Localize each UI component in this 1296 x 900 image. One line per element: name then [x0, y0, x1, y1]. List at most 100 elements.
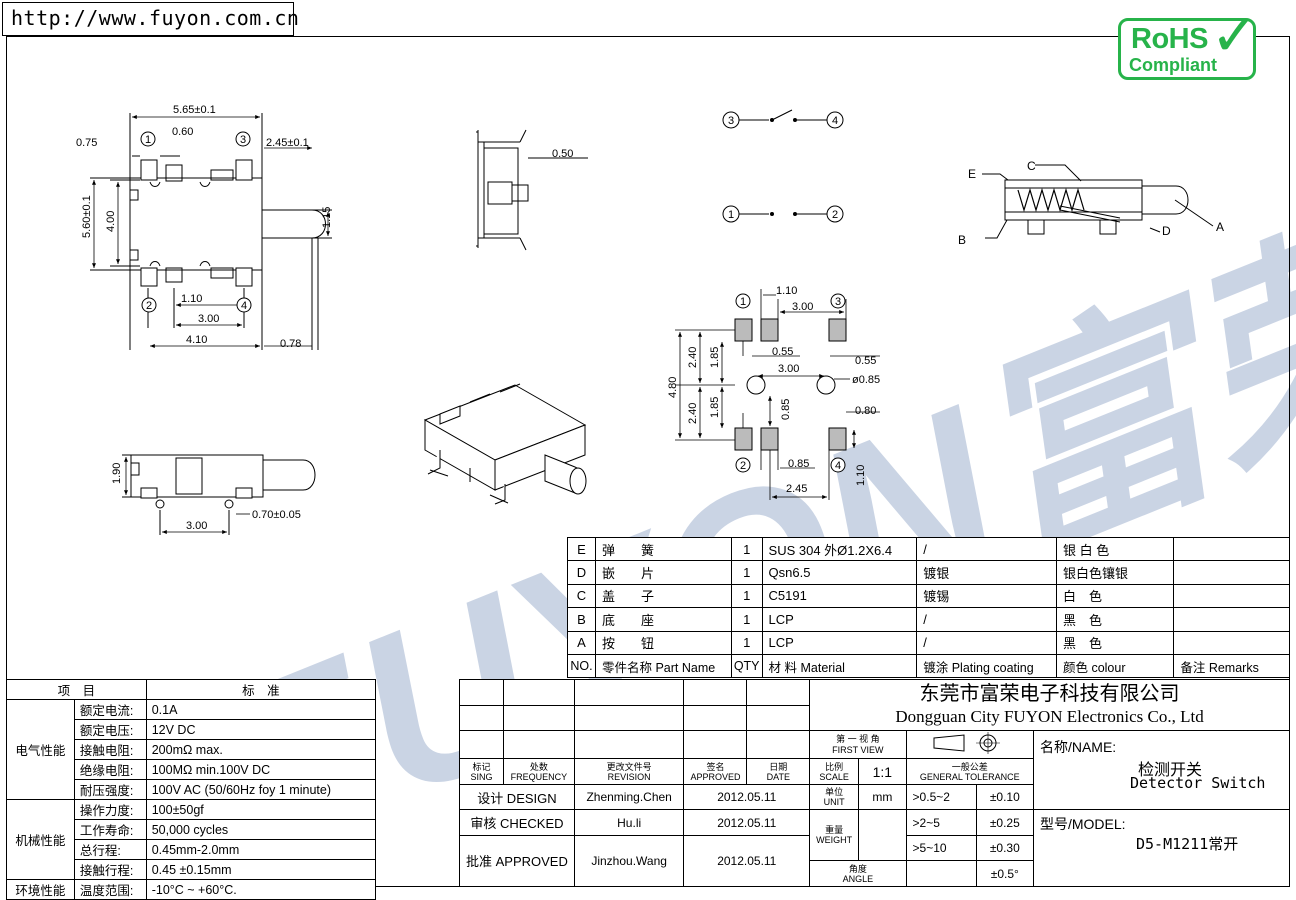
dim-410: 4.10 — [186, 334, 207, 346]
spec-value: 100±50gf — [145, 799, 377, 820]
dim-115: 1.15 — [321, 207, 333, 228]
spec-row: 接触行程:0.45 ±0.15mm — [7, 859, 377, 880]
dim-bottom-300: 3.00 — [186, 520, 207, 532]
projection-symbol — [905, 730, 1034, 760]
svg-text:0.80: 0.80 — [855, 405, 876, 417]
check-icon: ✓ — [1210, 3, 1259, 68]
svg-text:1.10: 1.10 — [776, 285, 797, 297]
spec-value: 100V AC (50/60Hz foy 1 minute) — [145, 779, 377, 800]
spec-label: 温度范围: — [73, 879, 147, 900]
company-en: Dongguan City FUYON Electronics Co., Ltd — [895, 707, 1204, 727]
spec-label: 耐压强度: — [73, 779, 147, 800]
spec-row: 环境性能温度范围:-10°C ~ +60°C. — [6, 879, 377, 900]
dim-110: 1.10 — [181, 293, 202, 305]
title-block: 东莞市富荣电子科技有限公司 Dongguan City FUYON Electr… — [459, 678, 1291, 888]
unit-value: mm — [858, 783, 907, 811]
bom-cell-material: SUS 304 外Ø1.2X6.4 — [761, 536, 918, 562]
spec-group-mechanical: 机械性能 — [6, 799, 75, 880]
section-view — [982, 164, 1214, 239]
bom-cell-name: 嵌 片 — [594, 560, 732, 585]
top-view-labels: 5.65±0.1 0.60 0.75 2.45±0.1 5.60±0.1 4.0… — [76, 104, 333, 350]
spec-label: 接触电阻: — [73, 739, 147, 760]
bom-header-material: 材 料 Material — [761, 653, 918, 679]
spec-group-electrical: 电气性能 — [6, 699, 75, 800]
checked-date: 2012.05.11 — [683, 809, 811, 836]
spec-value: -10°C ~ +60°C. — [145, 879, 377, 900]
section-label-a: A — [1216, 220, 1224, 234]
tol-value-0: ±0.10 — [975, 783, 1034, 811]
rohs-title: RoHS — [1131, 23, 1208, 55]
svg-text:0.85: 0.85 — [788, 458, 809, 470]
svg-text:1: 1 — [728, 209, 734, 221]
bottom-view — [122, 454, 316, 535]
svg-text:0.55: 0.55 — [772, 346, 793, 358]
spec-value: 0.45 ±0.15mm — [145, 859, 377, 880]
bom-cell-plating: / — [916, 536, 1057, 562]
svg-text:4.80: 4.80 — [667, 377, 679, 398]
spec-row: 总行程:0.45mm-2.0mm — [7, 839, 377, 860]
spec-row: 机械性能操作力度:100±50gf — [6, 799, 377, 880]
product-name-en: Detector Switch — [1130, 774, 1266, 792]
section-label-b: B — [958, 233, 966, 247]
bom-cell-colour: 银白色镶银 — [1055, 560, 1175, 585]
bom-cell-remarks — [1173, 560, 1290, 585]
dim-075: 0.75 — [76, 137, 97, 149]
angle-tolerance: ±0.5° — [975, 860, 1034, 887]
svg-text:0.55: 0.55 — [855, 355, 876, 367]
spec-value: 200mΩ max. — [145, 739, 377, 760]
spec-group-environment: 环境性能 — [6, 879, 75, 900]
section-label-e: E — [968, 167, 976, 181]
bom-cell-colour: 银 白 色 — [1055, 536, 1175, 562]
bom-cell-name: 底 座 — [594, 607, 732, 632]
dim-560: 5.60±0.1 — [81, 195, 93, 238]
design-date: 2012.05.11 — [683, 783, 811, 811]
svg-text:2: 2 — [832, 209, 838, 221]
checker-name: Hu.li — [573, 809, 685, 836]
bom-cell-qty: 1 — [730, 583, 763, 609]
spec-value: 100MΩ min.100V DC — [145, 759, 377, 780]
spec-value: 0.1A — [145, 699, 377, 720]
dim-side-050: 0.50 — [552, 148, 573, 160]
scale-value: 1:1 — [858, 758, 907, 785]
name-label: 名称/NAME: — [1039, 739, 1117, 756]
bom-cell-qty: 1 — [730, 630, 763, 655]
dim-245: 2.45±0.1 — [266, 137, 309, 149]
bom-cell-name: 弹 簧 — [594, 536, 732, 562]
schematic: 3 4 1 2 — [722, 109, 844, 223]
svg-text:3: 3 — [728, 115, 734, 127]
dim-bottom-190: 1.90 — [111, 463, 123, 484]
tol-value-1: ±0.25 — [975, 809, 1034, 836]
bom-cell-qty: 1 — [730, 560, 763, 585]
first-view-label-en: FIRST VIEW — [832, 744, 884, 755]
bom-cell-qty: 1 — [730, 607, 763, 632]
top-view-pins: 1 3 2 4 — [140, 131, 252, 313]
svg-text:1: 1 — [740, 296, 746, 308]
approved-date: 2012.05.11 — [683, 834, 811, 888]
bom-cell-plating: 镀锡 — [916, 583, 1057, 609]
spec-label: 操作力度: — [73, 799, 147, 820]
bom-cell-colour: 黑 色 — [1055, 607, 1175, 632]
spec-value: 50,000 cycles — [145, 819, 377, 840]
spec-label: 工作寿命: — [73, 819, 147, 840]
tol-range-2: >5~10 — [905, 834, 977, 862]
svg-text:3: 3 — [835, 296, 841, 308]
footprint-labels: 1 3 2 4 1.10 3.00 4.80 2.40 1.85 0.55 0.… — [667, 285, 880, 495]
svg-text:2.40: 2.40 — [687, 403, 699, 424]
svg-text:4: 4 — [835, 460, 841, 472]
bom-header-plating: 镀涂 Plating coating — [916, 653, 1057, 679]
bom-cell-name: 盖 子 — [594, 583, 732, 609]
spec-head-standard: 标 准 — [145, 679, 377, 700]
website-url[interactable]: http://www.fuyon.com.cn — [2, 2, 299, 36]
bom-cell-no: D — [567, 560, 596, 585]
bom-header-no: NO. — [567, 653, 596, 679]
svg-text:3.00: 3.00 — [778, 363, 799, 375]
company-cn: 东莞市富荣电子科技有限公司 — [919, 681, 1180, 706]
bom-cell-material: LCP — [761, 607, 918, 632]
bom-cell-no: E — [567, 536, 596, 562]
bom-cell-remarks — [1173, 607, 1290, 632]
bom-cell-plating: / — [916, 630, 1057, 655]
svg-text:2.45: 2.45 — [786, 483, 807, 495]
